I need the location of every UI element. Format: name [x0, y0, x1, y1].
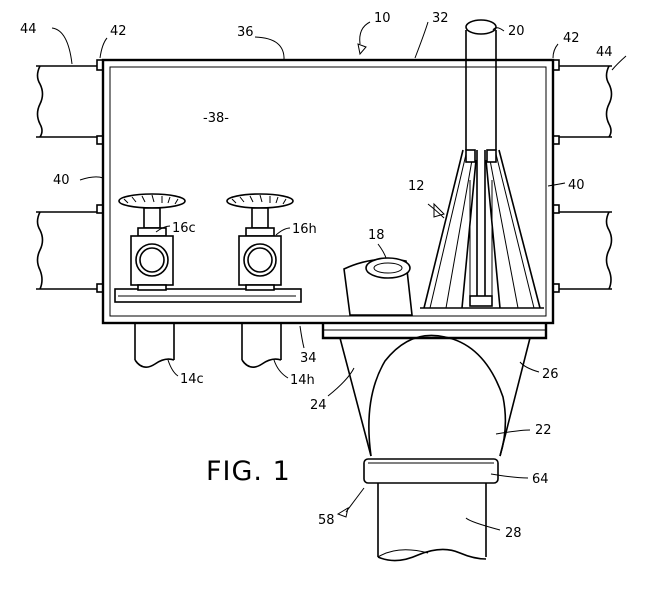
standpipe — [466, 20, 496, 64]
label-24: 24 — [310, 398, 327, 413]
label-64: 64 — [532, 472, 549, 487]
label-36: 36 — [237, 25, 254, 40]
label-26: 26 — [542, 367, 559, 382]
label-40-left: 40 — [53, 173, 70, 188]
hot-supply-pipe — [242, 323, 281, 367]
label-20: 20 — [508, 24, 525, 39]
label-32: 32 — [432, 11, 449, 26]
label-44-left: 44 — [20, 22, 37, 37]
label-22: 22 — [535, 423, 552, 438]
label-14c: 14c — [180, 372, 204, 387]
valve-mounting-plate — [115, 289, 301, 302]
label-42-left: 42 — [110, 24, 127, 39]
label-10: 10 — [374, 11, 391, 26]
cone-assembly — [420, 150, 544, 308]
label-34: 34 — [300, 351, 317, 366]
label-16c: 16c — [172, 221, 196, 236]
drain-stub — [344, 258, 412, 315]
drain-pipe — [378, 483, 486, 561]
label-12: 12 — [408, 179, 425, 194]
label-58: 58 — [318, 513, 335, 528]
label-28: 28 — [505, 526, 522, 541]
hot-water-valve — [227, 194, 293, 290]
label-38: -38- — [203, 111, 229, 126]
standpipe-inner — [466, 64, 496, 150]
label-16h: 16h — [292, 222, 317, 237]
label-18: 18 — [368, 228, 385, 243]
label-40-right: 40 — [568, 178, 585, 193]
figure-caption: FIG. 1 — [206, 456, 291, 487]
label-14h: 14h — [290, 373, 315, 388]
cold-water-valve — [119, 194, 185, 290]
funnel — [340, 335, 530, 456]
label-42-right: 42 — [563, 31, 580, 46]
reference-labels: 44 42 36 10 32 20 42 44 -38- 40 40 12 16… — [20, 11, 613, 541]
clamp-band — [364, 459, 498, 483]
label-44-right: 44 — [596, 45, 613, 60]
right-wall-studs — [553, 60, 612, 292]
